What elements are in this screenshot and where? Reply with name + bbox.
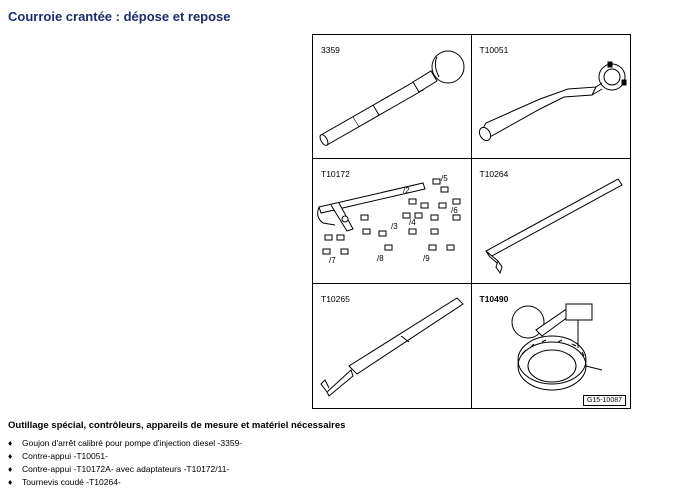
adapter-label: /4 bbox=[409, 218, 416, 227]
tool-code-label: T10264 bbox=[479, 169, 509, 180]
pulley-counterhold-illustration bbox=[511, 303, 602, 391]
list-item: ♦ Tournevis coudé -T10264- bbox=[8, 476, 242, 489]
tool-cell-3359: 3359 bbox=[313, 35, 472, 160]
adapter-label: /7 bbox=[329, 256, 336, 265]
bullet-icon: ♦ bbox=[8, 451, 13, 461]
adapter-label: /8 bbox=[377, 254, 384, 263]
adapter-label: /2 bbox=[403, 186, 410, 195]
bullet-icon: ♦ bbox=[8, 464, 13, 474]
adapter-label: /6 bbox=[451, 206, 458, 215]
counterhold-with-adapters-illustration: /2 /3 /4 /5 /6 /7 /8 /9 bbox=[317, 174, 461, 265]
tool-cell-t10172: T10172 bbox=[313, 159, 472, 284]
list-item: ♦ Contre-appui -T10172A- avec adaptateurs… bbox=[8, 463, 242, 476]
list-item-text: Tournevis coudé -T10264- bbox=[22, 477, 121, 487]
locking-pin-illustration bbox=[319, 50, 465, 146]
bent-hex-key-illustration bbox=[484, 178, 623, 275]
list-item-text: Goujon d'arrêt calibré pour pompe d'inje… bbox=[22, 438, 243, 448]
section-heading: Outillage spécial, contrôleurs, appareil… bbox=[8, 420, 346, 431]
tool-cell-t10264: T10264 bbox=[471, 159, 630, 284]
tool-code-label: T10265 bbox=[321, 293, 350, 304]
list-item-text: Contre-appui -T10172A- avec adaptateurs … bbox=[22, 464, 230, 474]
list-item: ♦ Goujon d'arrêt calibré pour pompe d'inj… bbox=[8, 437, 242, 450]
bullet-icon: ♦ bbox=[8, 477, 13, 487]
adapter-label: /5 bbox=[441, 174, 448, 183]
figure-reference: G15-10087 bbox=[582, 395, 626, 406]
page-title: Courroie crantée : dépose et repose bbox=[8, 9, 231, 24]
tool-code-label: T10490 bbox=[479, 293, 509, 304]
counterhold-wrench-illustration bbox=[478, 61, 626, 142]
tool-code-label: 3359 bbox=[321, 45, 340, 55]
tool-cell-t10490: T10490 G15-10087 bbox=[472, 284, 631, 408]
list-item: ♦ Contre-appui -T10051- bbox=[8, 450, 242, 463]
tool-cell-t10051: T10051 bbox=[471, 35, 630, 160]
tool-cell-t10265: T10265 bbox=[313, 283, 472, 408]
tool-code-label: T10051 bbox=[479, 45, 509, 55]
adapter-label: /9 bbox=[423, 254, 430, 263]
locking-pin-long-illustration bbox=[320, 297, 464, 397]
tool-code-label: T10172 bbox=[321, 169, 350, 180]
adapter-label: /3 bbox=[391, 222, 398, 231]
list-item-text: Contre-appui -T10051- bbox=[22, 451, 108, 461]
bullet-icon: ♦ bbox=[8, 438, 13, 448]
tool-illustration-grid: 3359 T10051 bbox=[312, 34, 631, 409]
tool-list: ♦ Goujon d'arrêt calibré pour pompe d'inj… bbox=[8, 437, 242, 489]
